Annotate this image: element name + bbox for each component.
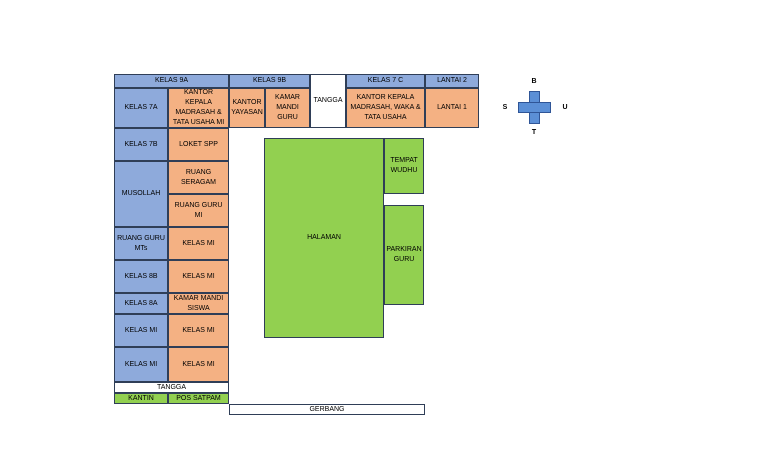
room-label: KAMAR MANDI SISWA xyxy=(173,294,224,312)
room-lantai-1: LANTAI 1 xyxy=(425,88,479,128)
room-label: POS SATPAM xyxy=(176,394,221,402)
room-kelas-8b: KELAS 8B xyxy=(114,260,168,293)
room-kantor-yayasan: KANTOR YAYASAN xyxy=(229,88,265,128)
room-kelas-7a: KELAS 7A xyxy=(114,88,168,128)
room-kelas-9b: KELAS 9B xyxy=(229,74,310,88)
room-label: KELAS 9A xyxy=(154,77,189,84)
room-label: KANTOR KEPALA MADRASAH, WAKA & TATA USAH… xyxy=(350,94,421,121)
room-label: PARKIRAN GURU xyxy=(386,246,422,263)
room-label: RUANG GURU MI xyxy=(174,201,223,219)
room-label: KANTOR YAYASAN xyxy=(231,99,263,116)
room-label: LOKET SPP xyxy=(179,140,218,148)
area-parkiran-guru: PARKIRAN GURU xyxy=(384,205,424,305)
room-label: LANTAI 1 xyxy=(437,104,467,111)
room-label: HALAMAN xyxy=(307,234,341,241)
compass-center xyxy=(530,103,539,112)
room-kantor-kepala-tu-mi: KANTOR KEPALA MADRASAH & TATA USAHA MI xyxy=(168,88,229,128)
room-label: KELAS 7A xyxy=(124,104,158,111)
room-kelas-mi-left-1: KELAS MI xyxy=(114,314,168,347)
room-label: LANTAI 2 xyxy=(437,77,467,84)
area-tempat-wudhu: TEMPAT WUDHU xyxy=(384,138,424,194)
room-kelas-mi-4: KELAS MI xyxy=(168,347,229,382)
room-kamar-mandi-guru: KAMAR MANDI GURU xyxy=(265,88,310,128)
room-label: KELAS MI xyxy=(182,360,215,368)
room-kelas-7b: KELAS 7B xyxy=(114,128,168,161)
room-kantor-kepala-waka: KANTOR KEPALA MADRASAH, WAKA & TATA USAH… xyxy=(346,88,425,128)
compass-north-label: B xyxy=(531,78,537,85)
room-musollah: MUSOLLAH xyxy=(114,161,168,227)
room-kantin: KANTIN xyxy=(114,393,168,404)
room-kamar-mandi-siswa: KAMAR MANDI SISWA xyxy=(168,293,229,314)
room-label: MUSOLLAH xyxy=(121,190,161,197)
room-kelas-7c: KELAS 7 C xyxy=(346,74,425,88)
room-tangga-top: TANGGA xyxy=(310,74,346,128)
compass-west-label: S xyxy=(502,104,508,111)
room-label: RUANG SERAGAM xyxy=(180,168,216,186)
room-label: KAMAR MANDI GURU xyxy=(275,94,300,121)
room-label: KELAS 7 C xyxy=(367,77,404,84)
room-tangga-bottom: TANGGA xyxy=(114,382,229,393)
room-kelas-9a: KELAS 9A xyxy=(114,74,229,88)
room-ruang-guru-mts: RUANG GURU MTs xyxy=(114,227,168,260)
room-label: TANGGA xyxy=(156,383,187,391)
room-label: KELAS 8A xyxy=(124,299,158,307)
compass-south-label: T xyxy=(531,129,537,136)
room-label: KELAS 7B xyxy=(124,140,158,148)
room-kelas-mi-2: KELAS MI xyxy=(168,260,229,293)
room-ruang-guru-mi: RUANG GURU MI xyxy=(168,194,229,227)
room-label: KELAS 8B xyxy=(124,272,158,280)
room-label: KELAS 9B xyxy=(252,77,287,84)
room-label: TANGGA xyxy=(313,97,343,104)
room-kelas-8a: KELAS 8A xyxy=(114,293,168,314)
room-label: GERBANG xyxy=(309,405,345,413)
room-label: KELAS MI xyxy=(182,272,215,280)
room-kelas-mi-left-2: KELAS MI xyxy=(114,347,168,382)
room-pos-satpam: POS SATPAM xyxy=(168,393,229,404)
room-lantai-2: LANTAI 2 xyxy=(425,74,479,88)
room-label: KANTIN xyxy=(128,394,154,402)
room-loket-spp: LOKET SPP xyxy=(168,128,229,161)
room-label: TEMPAT WUDHU xyxy=(390,157,418,174)
room-label: KELAS MI xyxy=(182,239,215,247)
room-label: KELAS MI xyxy=(182,326,215,334)
room-label: KELAS MI xyxy=(124,326,158,334)
compass-east-label: U xyxy=(562,104,568,111)
room-label: RUANG GURU MTs xyxy=(117,234,165,252)
room-kelas-mi-1: KELAS MI xyxy=(168,227,229,260)
gerbang: GERBANG xyxy=(229,404,425,415)
area-halaman: HALAMAN xyxy=(264,138,384,338)
room-label: KANTOR KEPALA MADRASAH & TATA USAHA MI xyxy=(172,89,225,126)
room-label: KELAS MI xyxy=(124,360,158,368)
room-kelas-mi-3: KELAS MI xyxy=(168,314,229,347)
room-ruang-seragam: RUANG SERAGAM xyxy=(168,161,229,194)
